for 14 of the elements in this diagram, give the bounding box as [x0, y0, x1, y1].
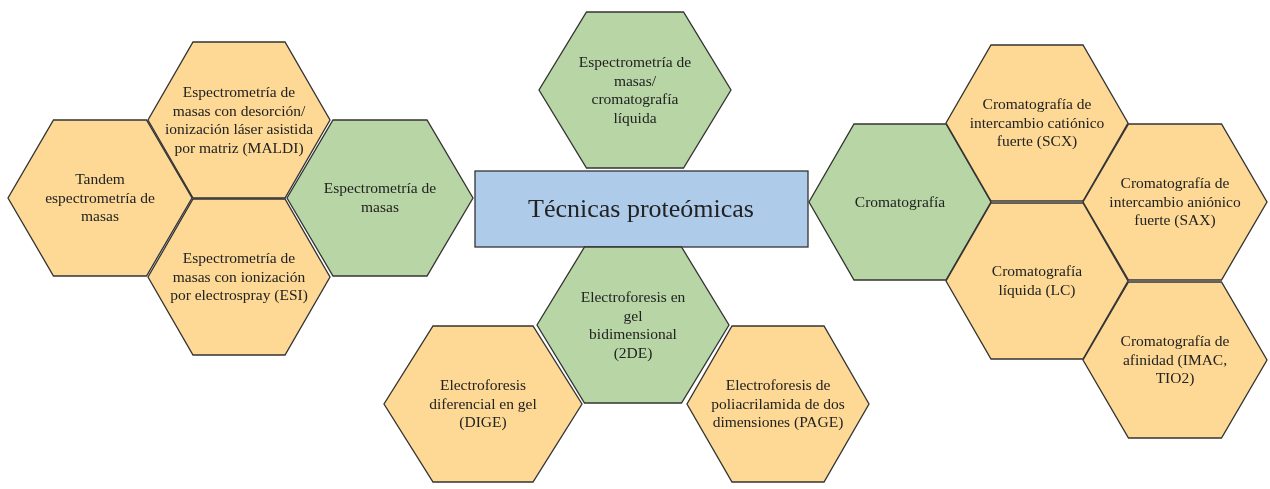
title-text: Técnicas proteómicas: [527, 193, 755, 225]
node-label: Cromatografía líquida (LC): [990, 262, 1084, 300]
node-label: Espectrometría de masas con desorción/ ionización láser asistida por matriz (MALDI): [164, 82, 314, 158]
node-label: Cromatografía: [853, 192, 947, 212]
node-label: Cromatografía de intercambio aniónico fuerte (SAX): [1108, 174, 1242, 230]
node-label: Cromatografía de intercambio catiónico fuerte (SCX): [968, 95, 1106, 151]
node-label: Espectrometría de masas con ionización por electrospray (ESI): [169, 249, 309, 305]
node-label: Espectrometría de masas/ cromatografía líquida: [577, 52, 693, 128]
node-label: Espectrometría de masas: [322, 179, 438, 217]
node-label: Electroforesis en gel bidimensional (2DE): [579, 287, 687, 363]
node-label: Tandem espectrometría de masas: [44, 170, 156, 226]
node-label: Electroforesis diferencial en gel (DIGE): [428, 376, 538, 432]
node-label: Electroforesis de poliacrilamida de dos dimensiones (PAGE): [710, 376, 846, 432]
node-label: Cromatografía de afinidad (IMAC, TIO2): [1119, 332, 1231, 388]
